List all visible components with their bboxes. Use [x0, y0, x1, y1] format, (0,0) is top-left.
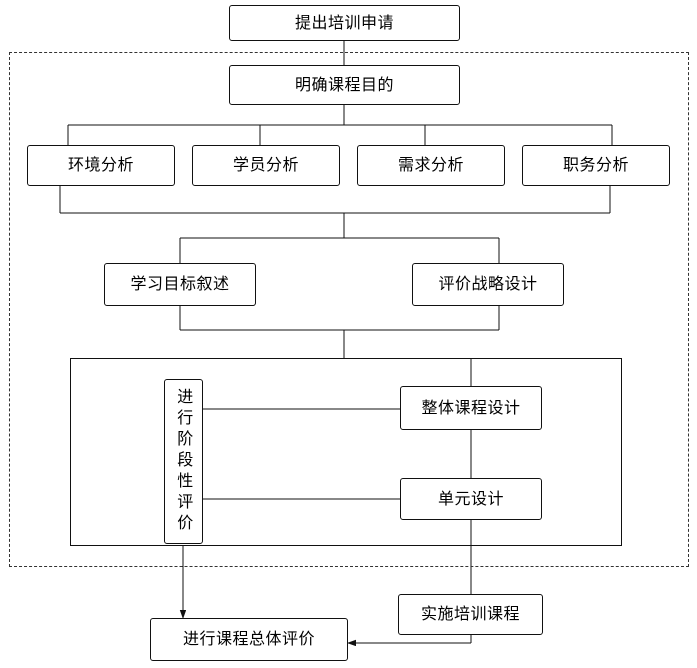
node-unit-design[interactable]: 单元设计	[400, 478, 542, 520]
node-label: 单元设计	[437, 488, 504, 508]
node-label: 需求分析	[397, 155, 464, 175]
node-overall-evaluation[interactable]: 进行课程总体评价	[150, 618, 348, 661]
node-label: 进行课程总体评价	[182, 629, 315, 649]
node-label: 整体课程设计	[421, 397, 521, 417]
node-stage-evaluation[interactable]: 进行阶段性评价	[164, 379, 203, 544]
node-learning-goal[interactable]: 学习目标叙述	[104, 263, 256, 306]
node-label: 实施培训课程	[420, 604, 520, 624]
node-evaluation-strategy[interactable]: 评价战略设计	[412, 263, 564, 306]
node-training-request[interactable]: 提出培训申请	[229, 5, 460, 41]
node-label: 职务分析	[562, 155, 629, 175]
node-demand-analysis[interactable]: 需求分析	[357, 145, 505, 186]
node-label: 明确课程目的	[294, 74, 394, 94]
node-label: 进行阶段性评价	[174, 388, 194, 535]
node-course-objective[interactable]: 明确课程目的	[229, 65, 460, 105]
node-overall-course-design[interactable]: 整体课程设计	[400, 386, 542, 430]
node-environment-analysis[interactable]: 环境分析	[27, 145, 175, 186]
node-label: 评价战略设计	[438, 274, 538, 294]
solid-evaluation-group	[70, 358, 622, 546]
dashed-phase-group	[9, 52, 689, 567]
node-job-analysis[interactable]: 职务分析	[522, 145, 670, 186]
node-label: 提出培训申请	[294, 12, 394, 32]
node-trainee-analysis[interactable]: 学员分析	[192, 145, 340, 186]
node-implement-training[interactable]: 实施培训课程	[398, 594, 543, 635]
node-label: 学习目标叙述	[130, 274, 230, 294]
node-label: 环境分析	[67, 155, 134, 175]
node-label: 学员分析	[232, 155, 299, 175]
